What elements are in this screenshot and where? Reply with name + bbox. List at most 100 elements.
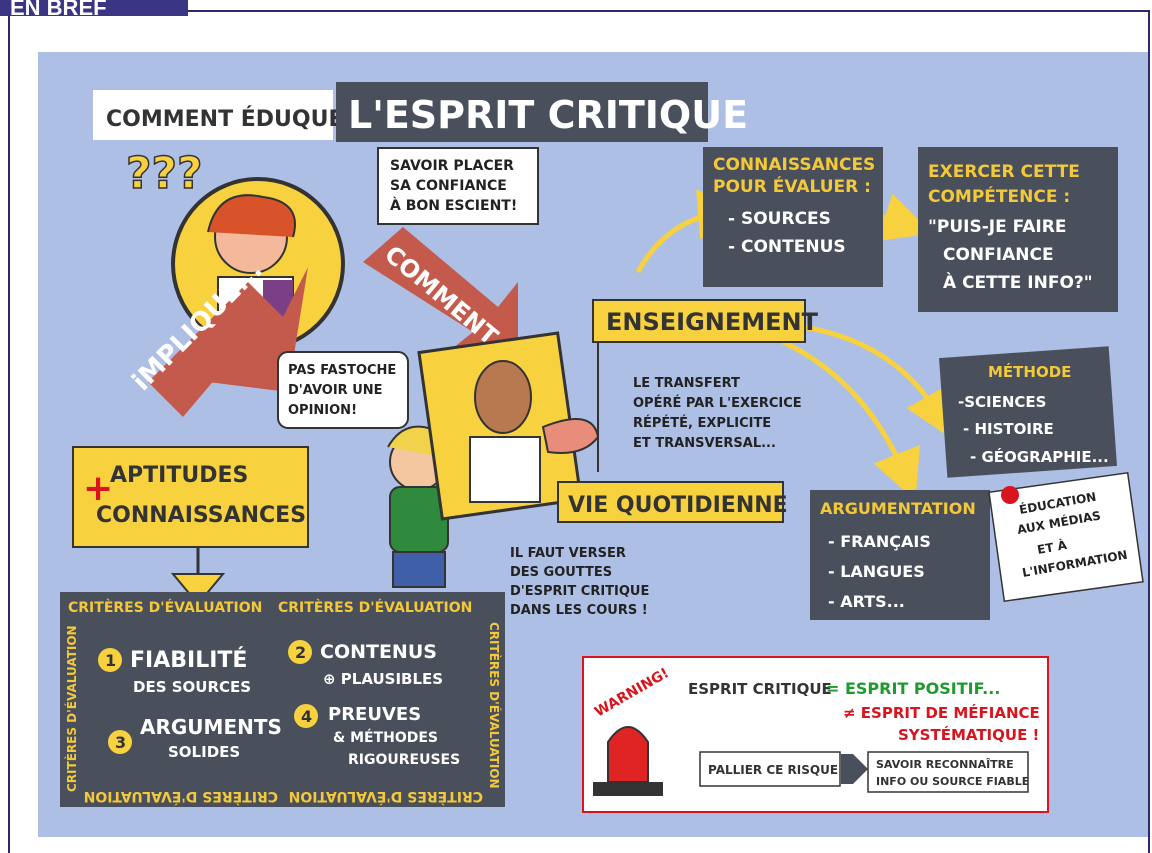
criteria-border-top-2: CRITÈRES D'ÉVALUATION [278,599,472,616]
criteria-border-left: CRITÈRES D'ÉVALUATION [64,625,79,792]
bubble-kid-line-2: D'AVOIR UNE [288,383,383,398]
aptitudes-line-2: CONNAISSANCES [96,503,306,528]
criteria-item-4-line-3: RIGOUREUSES [348,752,460,768]
arrow-to-argumentation [781,339,921,501]
connaissances-item-1: - SOURCES [728,209,831,229]
criteria-item-1-num: 1 [105,651,116,670]
criteria-item-3-line-2: SOLIDES [168,743,240,761]
emi-line-3: ET À [1036,537,1069,557]
criteria-item-2-line-1: CONTENUS [320,641,437,663]
bubble-teacher-line-2: SA CONFIANCE [390,178,507,194]
criteria-item-4-badge [294,704,318,728]
transfert-line-4: ET TRANSVERSAL... [633,436,776,451]
warning-neq-2: SYSTÉMATIQUE ! [898,725,1039,744]
title-main: L'ESPRIT CRITIQUE [348,93,748,137]
methode-item-3: - GÉOGRAPHIE... [970,447,1109,466]
criteria-item-1-line-2: DES SOURCES [133,678,251,696]
exercer-box [918,147,1118,312]
exercer-line-5: À CETTE INFO?" [943,271,1093,293]
arrow-to-methode [802,324,953,440]
exercer-line-3: "PUIS-JE FAIRE [928,217,1066,237]
pallier-arrow-icon [841,754,868,784]
aptitudes-line-1: APTITUDES [110,463,248,488]
connaissances-box [703,147,883,287]
title-prefix-box [93,90,333,140]
emi-box [988,471,1144,603]
arrow-implique [148,267,308,417]
criteria-item-4-num: 4 [301,707,312,726]
arrow-comment [363,227,518,352]
infographic-svg: COMMENT ÉDUQUER L'ESPRIT CRITIQUE ??? SA… [60,82,1144,813]
vie-quotidienne-box [557,481,784,523]
professor-head [474,360,532,434]
header-tag: EN BREF [0,0,188,16]
argumentation-item-3: - ARTS... [828,592,905,611]
arrow-to-exercer [876,193,932,242]
transfert-line-2: OPÉRÉ PAR L'EXERCICE [633,395,802,411]
criteria-item-4-line-2: & MÉTHODES [333,729,438,746]
kid-legs [392,551,446,588]
bubble-teacher-line-1: SAVOIR PLACER [390,158,514,174]
warning-prefix: ESPRIT CRITIQUE [688,680,832,698]
vie-quotidienne-label: VIE QUOTIDIENNE [568,493,788,518]
gouttes-line-1: IL FAUT VERSER [510,546,626,561]
gouttes-line-3: D'ESPRIT CRITIQUE [510,584,649,599]
siren-base [593,782,663,796]
exercer-line-2: COMPÉTENCE : [928,185,1070,207]
argumentation-item-2: - LANGUES [828,562,925,581]
criteria-item-1-line-1: FIABILITÉ [130,647,247,673]
transfert-line-1: LE TRANSFERT [633,376,740,391]
connaissances-title-2: POUR ÉVALUER : [713,175,871,197]
teacher-hair [207,194,296,238]
bubble-teacher-line-3: À BON ESCIENT! [390,197,517,214]
enseignement-label: ENSEIGNEMENT [606,308,819,336]
criteria-item-2-line-2: ⊕ PLAUSIBLES [323,670,443,688]
methode-item-1: -SCIENCES [958,393,1046,411]
gouttes-line-4: DANS LES COURS ! [510,603,648,618]
exercer-line-1: EXERCER CETTE [928,162,1080,182]
criteria-item-4-line-1: PREUVES [328,704,421,725]
gouttes-line-2: DES GOUTTES [510,565,612,580]
warning-neq: ≠ ESPRIT DE MÉFIANCE [843,703,1040,722]
criteria-item-2-num: 2 [295,643,306,662]
aptitudes-arrow-head [170,573,226,606]
savoir-box [867,751,1029,793]
title-prefix: COMMENT ÉDUQUER [106,106,360,132]
pallier-box [699,751,841,787]
page-frame [8,10,1150,853]
infographic: COMMENT ÉDUQUER L'ESPRIT CRITIQUE ??? SA… [38,52,1148,837]
criteria-item-2-badge [288,640,312,664]
criteria-border-right: CRITÈRES D'ÉVALUATION [487,622,502,789]
criteria-item-1-badge [98,648,122,672]
criteria-item-3-line-1: ARGUMENTS [140,715,282,739]
bubble-teacher [377,147,539,225]
aptitudes-box [72,446,309,548]
argumentation-box [810,490,990,620]
connaissances-item-2: - CONTENUS [728,237,846,257]
warning-eq: = ESPRIT POSITIF... [826,679,1000,698]
methode-item-2: - HISTOIRE [963,420,1054,438]
bubble-kid [277,351,409,429]
savoir-line-1: SAVOIR RECONNAÎTRE [876,758,1014,771]
bubble-kid-line-3: OPINION! [288,403,357,418]
connaissances-title-1: CONNAISSANCES [713,155,875,175]
pallier-label: PALLIER CE RISQUE [708,763,838,777]
methode-box [939,346,1117,478]
bubble-kid-line-1: PAS FASTOCHE [288,363,396,378]
siren-icon [607,726,649,783]
criteria-item-3-badge [108,730,132,754]
savoir-line-2: INFO OU SOURCE FIABLE [876,775,1029,788]
professor-hand [541,418,600,454]
criteria-border-bottom-1: CRITÈRES D'ÉVALUATION [289,788,483,805]
professor-coat [469,436,541,503]
argumentation-title: ARGUMENTATION [820,499,976,518]
transfert-line-3: RÉPÉTÉ, EXPLICITE [633,415,771,431]
title-main-box [336,82,708,142]
exercer-line-4: CONFIANCE [943,245,1054,265]
emi-plus-icon [1001,486,1019,504]
enseignement-box [592,299,806,343]
criteria-box [60,592,505,807]
criteria-border-top-1: CRITÈRES D'ÉVALUATION [68,599,262,616]
criteria-item-3-num: 3 [115,733,126,752]
argumentation-item-1: - FRANÇAIS [828,532,931,551]
